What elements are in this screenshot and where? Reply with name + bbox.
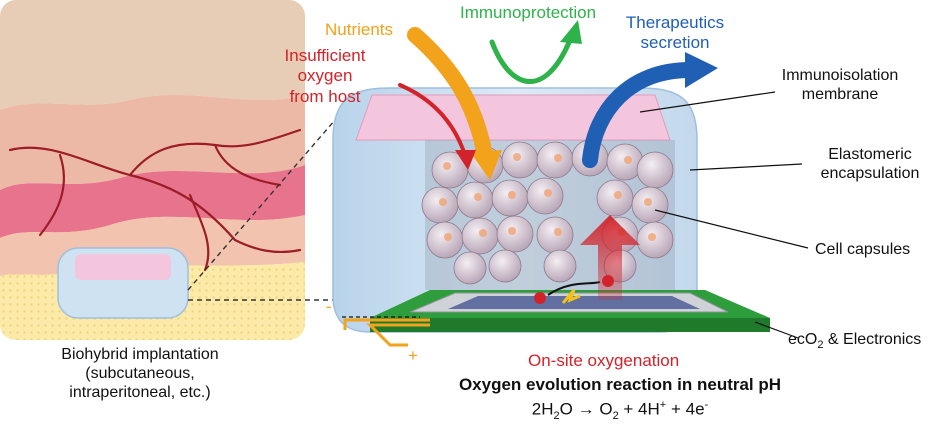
therapeutics-label: Therapeutics secretion: [610, 13, 740, 54]
reaction-equation: 2H2O → O2 + 4H+ + 4e-: [470, 399, 770, 423]
implantation-line3: intraperitoneal, etc.): [69, 384, 211, 402]
immunoprotection-label: Immunoprotection: [460, 3, 597, 22]
blood-vessels: [8, 128, 302, 272]
insufficient-oxygen-line3: from host: [289, 86, 361, 106]
implantation-line2: (subcutaneous,: [85, 365, 195, 383]
encapsulation-label: Elastomeric encapsulation: [796, 145, 944, 183]
oxygen-host-arrow: [398, 83, 467, 157]
skin-pink-layer: [0, 165, 305, 238]
tissue-panel: [0, 0, 305, 340]
eq-part3: + 4H: [618, 399, 660, 419]
electronics-sub: 2: [817, 339, 824, 352]
minus-sign: -: [326, 297, 332, 316]
encapsulation-line2: encapsulation: [820, 165, 920, 183]
therapeutics-line1: Therapeutics: [625, 13, 725, 32]
eq-part2: O → O: [559, 399, 613, 419]
membrane-line1: Immunoisolation: [781, 67, 899, 84]
therapeutics-line2: secretion: [640, 33, 710, 53]
nutrients-label: Nutrients: [325, 20, 394, 39]
oxygen-up-arrow: [580, 215, 640, 300]
small-implant: [57, 247, 189, 319]
membrane-line2: membrane: [801, 86, 879, 104]
electronics-post: & Electronics: [823, 331, 922, 348]
leads: [343, 318, 430, 347]
nutrients-arrow: [407, 27, 493, 163]
insufficient-oxygen-line1: Insufficient: [284, 46, 366, 65]
skin-epidermis-layer: [0, 0, 305, 110]
electronics-label: ecO2 & Electronics: [788, 330, 921, 352]
immunoprotection-arrow: [489, 37, 573, 84]
eq-sup2: -: [704, 399, 709, 411]
encapsulation-line1: Elastomeric: [828, 146, 912, 163]
plus-sign: +: [408, 346, 418, 365]
cell-capsules-label: Cell capsules: [815, 241, 911, 258]
eq-sub1: 2: [553, 410, 560, 423]
electronics-pre: ecO: [788, 331, 818, 348]
onsite-oxygenation-label: On-site oxygenation: [528, 351, 680, 370]
insufficient-oxygen-line2: oxygen: [297, 66, 353, 86]
membrane-label: Immunoisolation membrane: [770, 66, 910, 104]
insufficient-oxygen-label: Insufficient oxygen from host: [260, 46, 390, 107]
therapeutics-arrow: [582, 62, 698, 168]
eq-sup1: +: [659, 399, 667, 411]
eq-part4: + 4e: [666, 399, 705, 419]
eq-part1: 2H: [531, 399, 554, 419]
implantation-line1: Biohybrid implantation: [61, 346, 219, 363]
skin-dermis-layer: [0, 95, 305, 190]
reaction-title: Oxygen evolution reaction in neutral pH: [458, 375, 782, 394]
electronics-board: [370, 275, 770, 332]
implantation-caption: Biohybrid implantation (subcutaneous, in…: [20, 345, 260, 403]
eq-sub2: 2: [612, 410, 619, 423]
